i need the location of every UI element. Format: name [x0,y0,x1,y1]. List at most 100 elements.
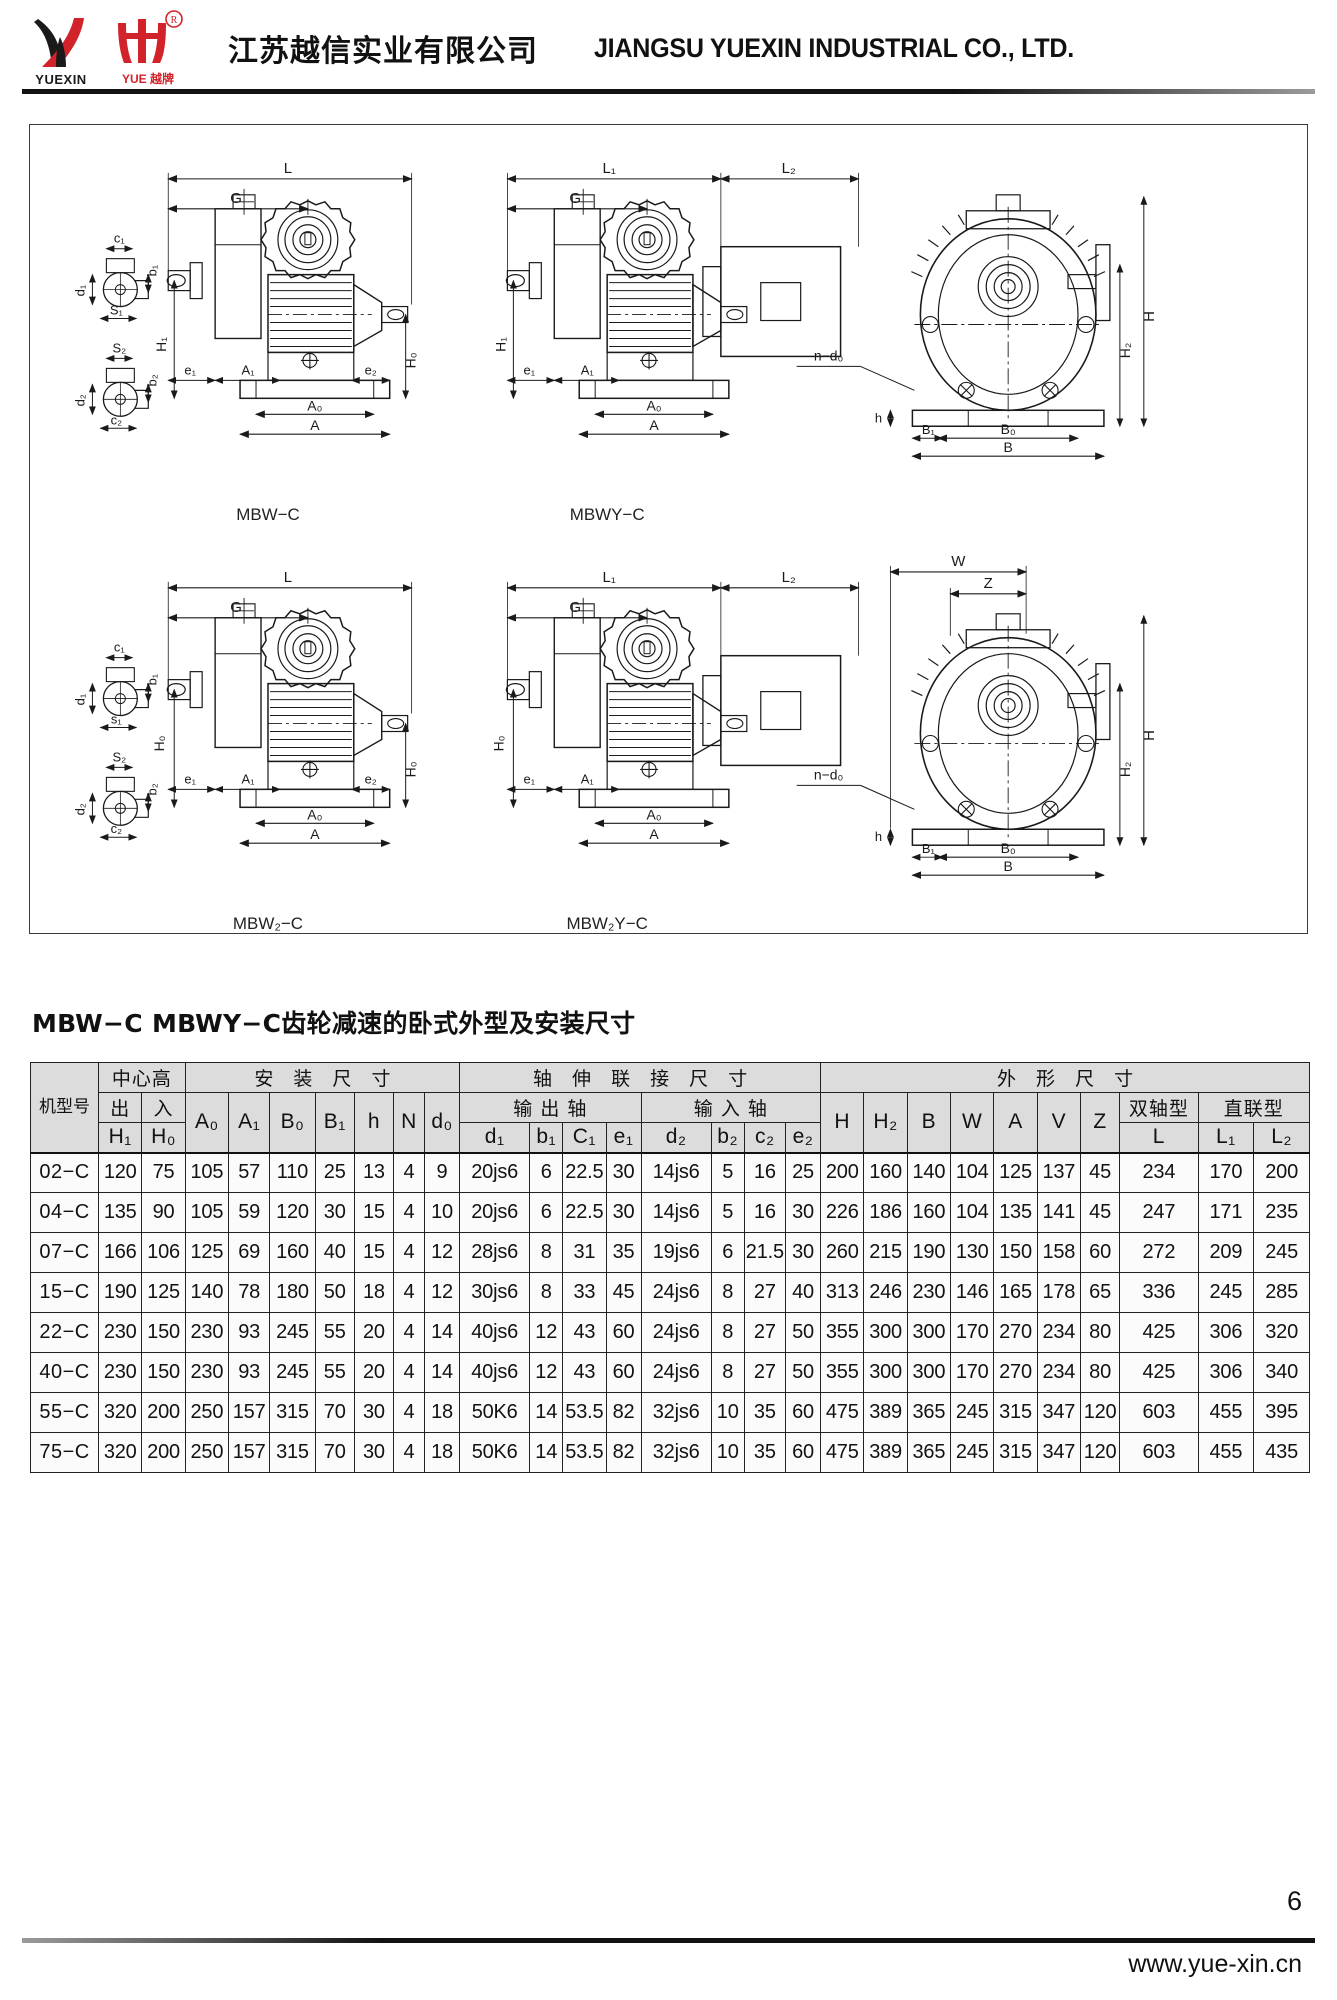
cell-d2: 24js6 [640,1312,712,1353]
cell-B1: 30 [314,1192,355,1233]
cell-b1: 6 [529,1151,564,1193]
cell-H1: 166 [98,1232,143,1273]
th-c2: c₂ [743,1122,786,1153]
dimensions-table: 机型号 中心高 安 装 尺 寸 轴 伸 联 接 尺 寸 外 形 尺 寸 出 入 … [29,1062,1311,1473]
svg-text:e₁: e₁ [184,771,196,786]
cell-c2: 27 [743,1352,786,1393]
cell-H0: 90 [141,1192,186,1233]
cell-L2: 320 [1253,1312,1310,1353]
cell-d2: 24js6 [640,1272,712,1313]
cell-c2: 21.5 [743,1232,786,1273]
shaft-detail-input-2: S₂ b₂ d₂ c₂ [72,749,159,841]
footer-divider [22,1938,1315,1943]
cell-A1: 57 [228,1151,271,1193]
svg-text:B₀: B₀ [1001,840,1016,856]
cell-A0: 140 [184,1272,230,1313]
svg-text:H₀: H₀ [151,735,167,751]
th-N: N [393,1092,425,1153]
page-number: 6 [1286,1886,1302,1916]
cell-B: 230 [906,1272,952,1313]
th-model: 机型号 [29,1062,100,1153]
header-row-group-2: 出 入 A₀ A₁ B₀ B₁ h N d₀ 输 出 轴 输 入 轴 H H₂ … [31,1092,1311,1153]
svg-text:h: h [875,410,882,425]
cell-model: 40−C [29,1352,100,1393]
cell-h: 18 [353,1272,395,1313]
cell-e1: 82 [605,1432,642,1473]
th-direct-coupled: 直联型 [1197,1092,1311,1123]
cell-h: 30 [353,1432,395,1473]
cell-V: 234 [1036,1352,1081,1393]
th-d0: d₀ [423,1092,461,1153]
th-dual-shaft: 双轴型 [1119,1092,1199,1123]
cell-L1: 171 [1197,1192,1255,1233]
svg-text:H₁: H₁ [492,337,508,352]
th-center-height: 中心高 [98,1062,186,1093]
cell-Z: 120 [1079,1392,1121,1433]
cell-b2: 8 [710,1312,745,1353]
cell-W: 104 [950,1192,995,1233]
cell-d0: 9 [423,1151,461,1193]
svg-text:H₂: H₂ [1117,762,1133,777]
cell-A1: 93 [228,1312,271,1353]
th-h: h [353,1092,395,1153]
cell-e2: 60 [784,1392,822,1433]
svg-text:B₁: B₁ [922,841,936,856]
cell-model: 15−C [29,1272,100,1313]
svg-text:B₀: B₀ [1001,421,1016,437]
cell-B1: 70 [314,1432,355,1473]
cell-N: 4 [393,1392,425,1433]
cell-H0: 125 [141,1272,186,1313]
th-shaft-ext-dims: 轴 伸 联 接 尺 寸 [459,1062,822,1093]
cell-model: 55−C [29,1392,100,1433]
th-output-shaft: 输 出 轴 [459,1092,642,1123]
cell-A0: 105 [184,1151,230,1193]
cell-H2: 160 [863,1151,908,1193]
shaft-detail-output: c₁ b₁ d₁ S₁ [72,231,159,323]
cell-c2: 27 [743,1272,786,1313]
cell-L: 603 [1119,1432,1199,1473]
cell-e2: 50 [784,1352,822,1393]
cell-V: 137 [1036,1151,1081,1193]
svg-text:n−d₀: n−d₀ [814,766,844,782]
cell-H1: 230 [98,1312,143,1353]
footer-website[interactable]: www.yue-xin.cn [1128,1950,1302,1978]
cell-H1: 230 [98,1352,143,1393]
cell-b1: 8 [529,1272,564,1313]
cell-b2: 5 [710,1192,745,1233]
cell-model: 04−C [29,1192,100,1233]
svg-text:b₂: b₂ [144,783,159,795]
svg-text:s₁: s₁ [111,712,122,727]
svg-text:b₁: b₁ [144,673,159,685]
cell-C1: 43 [562,1352,607,1393]
cell-e2: 30 [784,1192,822,1233]
cell-B: 365 [906,1392,952,1433]
cell-W: 170 [950,1312,995,1353]
drawing-end-view-top: H H₂ B B₀ B₁ h n−d₀ [796,194,1158,461]
svg-text:H₀: H₀ [403,761,419,777]
svg-text:c₂: c₂ [111,412,123,427]
cell-e2: 25 [784,1151,822,1193]
cell-L: 272 [1119,1232,1199,1273]
cell-d1: 40js6 [459,1312,531,1353]
cell-d2: 14js6 [640,1192,712,1233]
svg-text:B: B [1004,439,1013,455]
cell-L: 603 [1119,1392,1199,1433]
cell-N: 4 [393,1232,425,1273]
cell-h: 30 [353,1392,395,1433]
svg-text:G: G [230,190,242,207]
cell-d0: 18 [423,1432,461,1473]
cell-L2: 200 [1253,1151,1310,1193]
cell-b2: 10 [710,1432,745,1473]
cell-B0: 160 [269,1232,316,1273]
spec-table-container: 机型号 中心高 安 装 尺 寸 轴 伸 联 接 尺 寸 外 形 尺 寸 出 入 … [29,1062,1311,1473]
cell-H: 355 [820,1312,865,1353]
svg-text:H₂: H₂ [1117,343,1133,359]
cell-d0: 18 [423,1392,461,1433]
cell-B0: 120 [269,1192,316,1233]
cell-B1: 55 [314,1352,355,1393]
cell-b1: 12 [529,1312,564,1353]
cell-d1: 50K6 [459,1392,531,1433]
cell-e1: 35 [605,1232,642,1273]
cell-C1: 53.5 [562,1432,607,1473]
